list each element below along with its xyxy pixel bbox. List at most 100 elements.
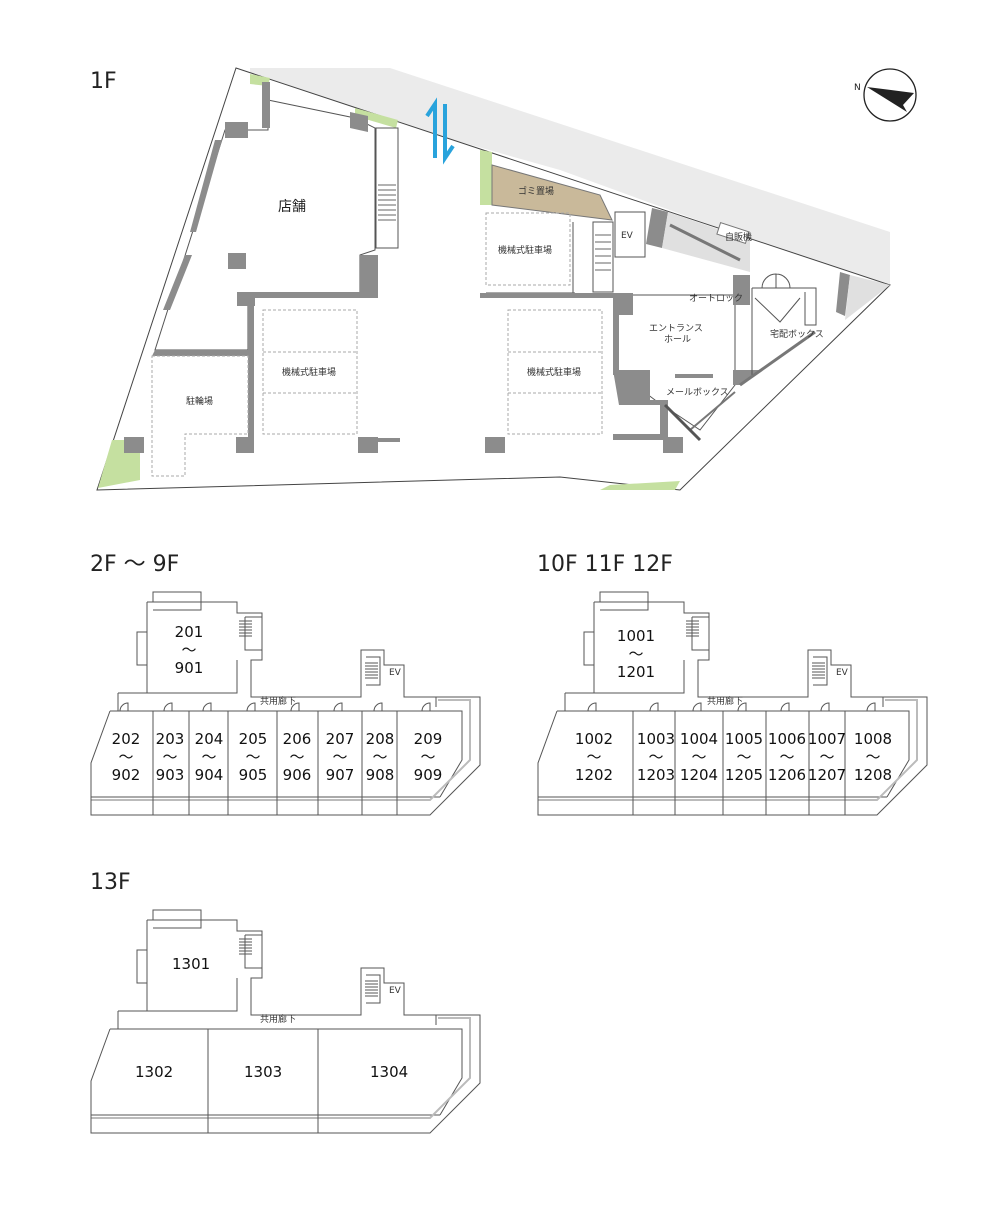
unit-label-top: 201	[175, 623, 204, 641]
floor-2f-9f: 2F 〜 9F 共用廊下 EV 201〜901202〜902203〜903204…	[90, 552, 481, 816]
unit-label-top: 202	[112, 730, 141, 748]
unit-label-sep: 〜	[628, 645, 643, 663]
door-icon	[587, 702, 597, 712]
units-outline	[557, 710, 910, 798]
door-icon	[333, 702, 343, 712]
balcony	[152, 591, 202, 611]
label-entrance-1: エントランス	[649, 323, 703, 334]
unit-label-top: 204	[195, 730, 224, 748]
mailbox-counter	[675, 374, 713, 378]
unit-label-bottom: 906	[283, 766, 312, 784]
compass-north-label: N	[854, 83, 861, 93]
floor-title-1f: 1F	[90, 69, 117, 94]
column	[237, 292, 255, 306]
unit-label-bottom: 901	[175, 659, 204, 677]
wall	[360, 255, 378, 298]
balcony	[599, 591, 649, 611]
label-shop: 店舗	[278, 199, 306, 215]
column	[236, 437, 254, 453]
balcony-rail	[538, 699, 918, 801]
glass-door	[689, 391, 736, 431]
label-ev: EV	[389, 986, 402, 996]
outer-outline	[90, 1014, 481, 1134]
unit-label-bottom: 1205	[725, 766, 763, 784]
wall	[613, 370, 668, 440]
bay-window	[136, 631, 147, 666]
unit-label-bottom: 1206	[768, 766, 806, 784]
column	[485, 437, 505, 453]
wall	[225, 122, 248, 138]
stairs	[592, 221, 614, 293]
wall	[262, 82, 270, 128]
unit-label-sep: 〜	[245, 748, 260, 766]
unit-label-bottom: 908	[366, 766, 395, 784]
door-icon	[780, 702, 790, 712]
green-area	[355, 108, 398, 128]
column	[663, 437, 683, 453]
floor-title-10f-12f: 10F 11F 12F	[537, 552, 673, 577]
unit-label-sep: 〜	[736, 748, 751, 766]
floor-1f: 1F 店舗	[90, 67, 917, 491]
door-icon	[737, 702, 747, 712]
label-corridor: 共用廊下	[260, 695, 296, 707]
door-icon	[692, 702, 702, 712]
unit-label-sep: 〜	[586, 748, 601, 766]
stairs	[813, 656, 828, 686]
label-ev: EV	[836, 668, 849, 678]
unit-label-1303: 1303	[244, 1063, 282, 1081]
unit-label-sep: 〜	[118, 748, 133, 766]
unit-label-bottom: 907	[326, 766, 355, 784]
unit-label-top: 1003	[637, 730, 675, 748]
upper-block-outline	[147, 660, 238, 694]
label-corridor: 共用廊下	[260, 1013, 296, 1025]
wall	[669, 223, 741, 262]
label-vending: 自販機	[725, 231, 752, 243]
wall	[733, 275, 750, 305]
unit-label-top: 1005	[725, 730, 763, 748]
door-icon	[119, 702, 129, 712]
bicycle-area	[151, 355, 249, 477]
wall	[646, 208, 668, 248]
outer-outline	[537, 696, 928, 816]
unit-label-1301: 1301	[172, 955, 210, 973]
door-icon	[866, 702, 876, 712]
floor-title-2f-9f: 2F 〜 9F	[90, 552, 179, 577]
vending-machine	[716, 222, 750, 244]
balcony-rail	[91, 1017, 471, 1119]
wall	[190, 140, 222, 232]
delivery-box-marker	[754, 297, 801, 323]
unit-label-top: 1007	[808, 730, 846, 748]
unit-label-top: 1006	[768, 730, 806, 748]
label-delivery-box: 宅配ボックス	[770, 328, 824, 340]
parking-left	[262, 309, 358, 435]
bay-window	[583, 631, 594, 666]
stair-steps	[378, 184, 396, 221]
unit-label-sep: 〜	[691, 748, 706, 766]
unit-label-bottom: 902	[112, 766, 141, 784]
label-corridor: 共用廊下	[707, 695, 743, 707]
unit-label-top: 203	[156, 730, 185, 748]
wall	[613, 293, 633, 375]
unit-label-bottom: 903	[156, 766, 185, 784]
label-parking-left: 機械式駐車場	[282, 366, 336, 378]
unit-label-1304: 1304	[370, 1063, 408, 1081]
unit-label-bottom: 1204	[680, 766, 718, 784]
floor-10f-12f: 10F 11F 12F 共用廊下 EV 1001〜12011002〜120210…	[537, 552, 928, 816]
label-parking-right: 機械式駐車場	[527, 366, 581, 378]
upper-block-outline	[147, 919, 437, 1025]
elevator	[614, 211, 646, 258]
unit-label-sep: 〜	[779, 748, 794, 766]
bay-window	[136, 949, 147, 984]
parking-right	[480, 293, 615, 435]
balcony	[152, 909, 202, 929]
unit-label-top: 1001	[617, 627, 655, 645]
unit-label-sep: 〜	[181, 641, 196, 659]
wall	[663, 403, 702, 442]
label-entrance-2: ホール	[664, 334, 691, 345]
upper-block-outline	[147, 978, 238, 1012]
stairs	[375, 127, 399, 249]
door-icon	[202, 702, 212, 712]
unit-label-sep: 〜	[162, 748, 177, 766]
unit-label-bottom: 904	[195, 766, 224, 784]
hatched-area	[845, 275, 890, 320]
